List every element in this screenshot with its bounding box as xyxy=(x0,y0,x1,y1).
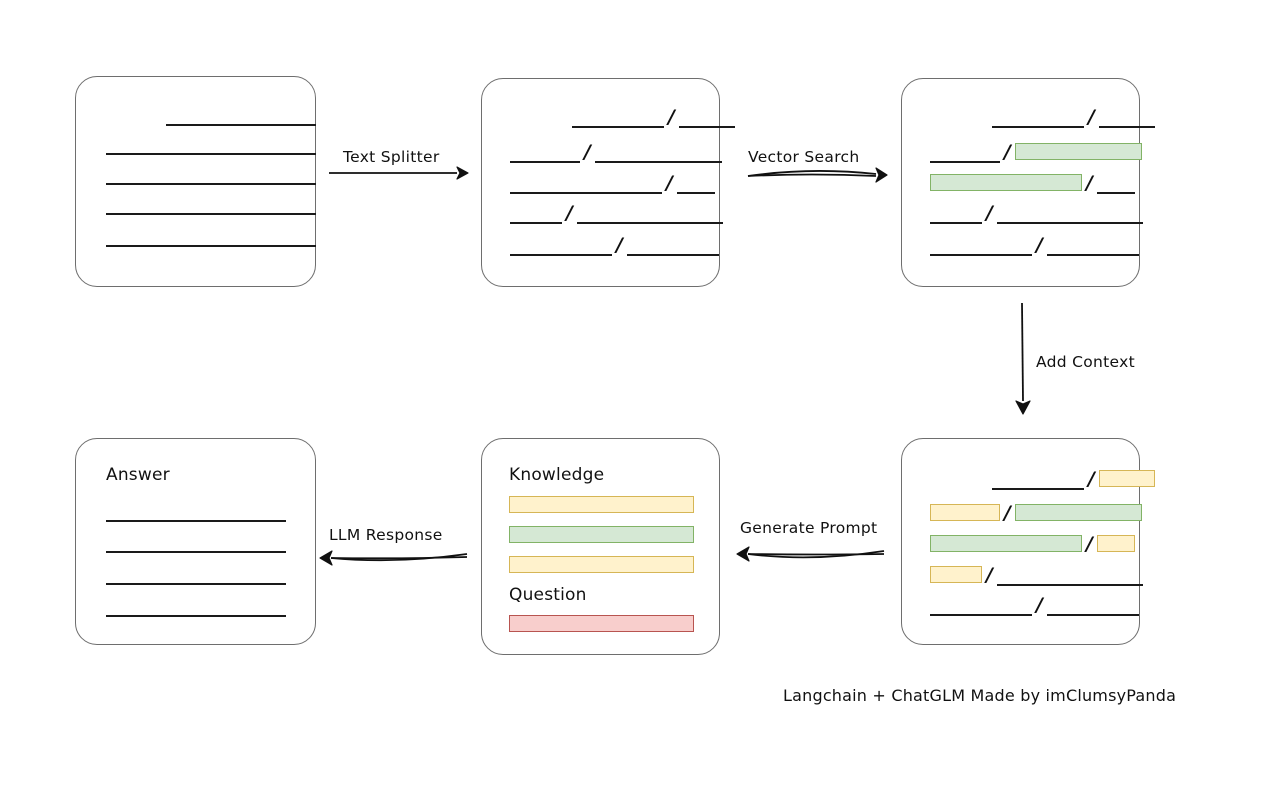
green-highlight xyxy=(1014,503,1142,521)
text-rule xyxy=(106,225,316,247)
yellow-highlight xyxy=(1096,534,1135,552)
text-rule xyxy=(930,594,1032,616)
text-rule xyxy=(1098,106,1155,128)
text-splitter-label: Text Splitter xyxy=(343,148,440,166)
text-rule xyxy=(572,106,664,128)
yellow-highlight xyxy=(930,503,1000,521)
text-rule xyxy=(576,202,723,224)
source-document-box[interactable] xyxy=(75,76,316,287)
slash-separator: / xyxy=(1086,533,1093,555)
slash-separator: / xyxy=(668,106,675,128)
text-rule xyxy=(1096,172,1135,194)
slash-separator: / xyxy=(1004,502,1011,524)
matched-chunks-row: / xyxy=(930,172,1135,194)
text-rule xyxy=(992,106,1084,128)
split-chunks-box[interactable] xyxy=(481,78,720,287)
knowledge-label: Knowledge xyxy=(509,465,605,485)
slash-separator: / xyxy=(1088,106,1095,128)
add-context-label: Add Context xyxy=(1036,353,1135,371)
context-chunks-row: / xyxy=(930,564,1143,586)
slash-separator: / xyxy=(1004,141,1011,163)
slash-separator: / xyxy=(1086,172,1093,194)
footer-credit: Langchain + ChatGLM Made by imClumsyPand… xyxy=(783,686,1177,705)
text-rule xyxy=(1046,234,1139,256)
text-rule xyxy=(166,104,316,126)
text-rule xyxy=(106,193,316,215)
slash-separator: / xyxy=(666,172,673,194)
slash-separator: / xyxy=(986,202,993,224)
yellow-highlight xyxy=(1098,469,1155,487)
add-context-arrow xyxy=(1015,302,1031,415)
matched-chunks-row: / xyxy=(930,202,1143,224)
text-rule xyxy=(510,234,612,256)
text-rule xyxy=(510,141,580,163)
slash-separator: / xyxy=(986,564,993,586)
llm-response-arrow xyxy=(319,550,468,566)
answer-row xyxy=(106,563,286,585)
text-rule xyxy=(992,468,1084,490)
text-rule xyxy=(594,141,722,163)
text-rule xyxy=(676,172,715,194)
answer-row xyxy=(106,595,286,617)
text-rule xyxy=(106,133,316,155)
text-rule xyxy=(930,202,982,224)
slash-separator: / xyxy=(1036,234,1043,256)
slash-separator: / xyxy=(616,234,623,256)
source-document-row xyxy=(106,225,316,247)
knowledge-yellow-bar xyxy=(509,496,694,513)
question-red-bar xyxy=(509,615,694,632)
slash-separator: / xyxy=(584,141,591,163)
answer-box[interactable] xyxy=(75,438,316,645)
text-rule xyxy=(930,141,1000,163)
text-rule xyxy=(510,172,662,194)
text-rule xyxy=(996,564,1143,586)
llm-response-label: LLM Response xyxy=(329,526,443,544)
text-rule xyxy=(106,595,286,617)
context-chunks-row: / xyxy=(930,533,1135,555)
text-rule xyxy=(930,234,1032,256)
split-chunks-row: / xyxy=(510,202,723,224)
text-splitter-arrow xyxy=(329,166,469,180)
split-chunks-row: / xyxy=(510,234,719,256)
text-rule xyxy=(626,234,719,256)
matched-chunks-row: / xyxy=(992,106,1155,128)
text-rule xyxy=(678,106,735,128)
answer-row xyxy=(106,500,286,522)
slash-separator: / xyxy=(1036,594,1043,616)
source-document-row xyxy=(106,193,316,215)
green-highlight xyxy=(1014,142,1142,160)
green-highlight xyxy=(930,173,1082,191)
split-chunks-row: / xyxy=(510,172,715,194)
context-chunks-row: / xyxy=(930,594,1139,616)
text-rule xyxy=(510,202,562,224)
answer-row xyxy=(106,531,286,553)
answer-label: Answer xyxy=(106,465,170,485)
text-rule xyxy=(106,500,286,522)
generate-prompt-arrow xyxy=(736,546,885,562)
context-chunks-row: / xyxy=(992,468,1155,490)
context-chunks-row: / xyxy=(930,502,1142,524)
text-rule xyxy=(106,531,286,553)
vector-search-label: Vector Search xyxy=(748,148,860,166)
text-rule xyxy=(106,163,316,185)
text-rule xyxy=(996,202,1143,224)
slash-separator: / xyxy=(566,202,573,224)
knowledge-green-bar xyxy=(509,526,694,543)
text-rule xyxy=(106,563,286,585)
split-chunks-row: / xyxy=(572,106,735,128)
split-chunks-row: / xyxy=(510,141,722,163)
generate-prompt-label: Generate Prompt xyxy=(740,519,878,537)
source-document-row xyxy=(106,133,316,155)
yellow-highlight xyxy=(930,565,982,583)
matched-chunks-row: / xyxy=(930,234,1139,256)
source-document-row xyxy=(166,104,316,126)
knowledge-yellow-bar xyxy=(509,556,694,573)
green-highlight xyxy=(930,534,1082,552)
text-rule xyxy=(1046,594,1139,616)
matched-chunks-row: / xyxy=(930,141,1142,163)
slash-separator: / xyxy=(1088,468,1095,490)
source-document-row xyxy=(106,163,316,185)
question-label: Question xyxy=(509,585,587,605)
vector-search-arrow xyxy=(747,167,888,183)
